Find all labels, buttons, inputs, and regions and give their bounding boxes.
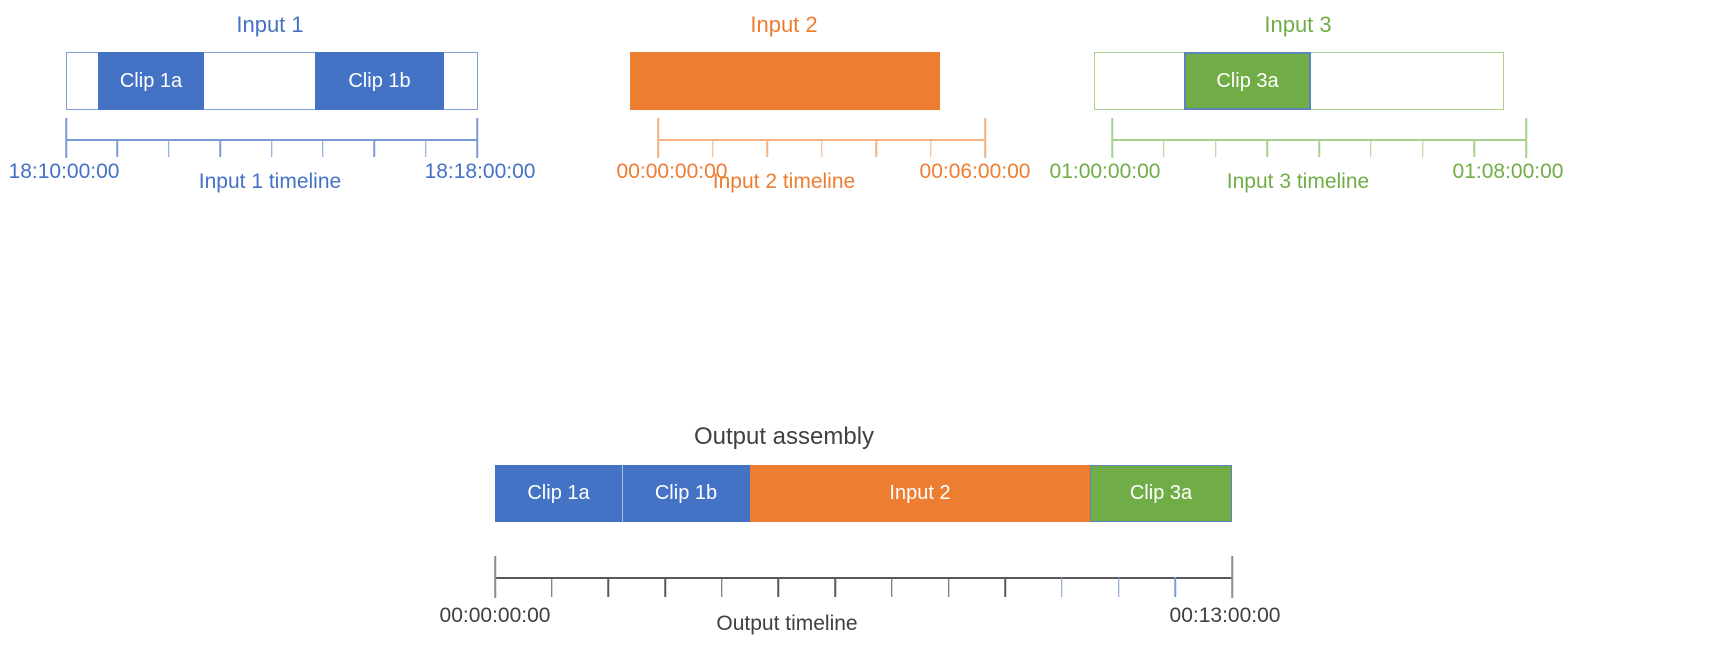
input-2-title: Input 2 — [750, 12, 818, 37]
input-1-timeline-caption: Input 1 timeline — [198, 170, 342, 193]
input-2-track — [630, 52, 940, 110]
input-3-title: Input 3 — [1264, 12, 1332, 37]
input-1-timeline-ruler — [65, 118, 478, 158]
output-segment-input-2: Input 2 — [750, 465, 1090, 522]
input-1-start-timecode: 18:10:00:00 — [8, 160, 120, 183]
output-timeline-caption: Output timeline — [716, 612, 858, 635]
input-2-start-timecode: 00:00:00:00 — [616, 160, 728, 183]
input-3-end-timecode: 01:08:00:00 — [1452, 160, 1564, 183]
input-3-start-timecode: 01:00:00:00 — [1049, 160, 1161, 183]
input-2-timeline-ruler — [657, 118, 986, 158]
output-segment-clip-3a: Clip 3a — [1090, 465, 1232, 522]
input-3-track: Clip 3a — [1094, 52, 1504, 110]
output-segment-clip-1b: Clip 1b — [622, 465, 750, 522]
input-2-end-timecode: 00:06:00:00 — [919, 160, 1031, 183]
clip-1a-1b-divider — [622, 465, 623, 522]
output-assembly-bar: Clip 1a Clip 1b Input 2 Clip 3a — [495, 465, 1232, 522]
output-timeline-ruler — [494, 556, 1233, 598]
input-1-clip-1a: Clip 1a — [98, 52, 204, 110]
output-title: Output assembly — [693, 423, 875, 450]
input-1-title: Input 1 — [236, 12, 304, 37]
output-segment-clip-1a: Clip 1a — [495, 465, 622, 522]
input-3-timeline-ruler — [1111, 118, 1527, 158]
input-1-track: Clip 1a Clip 1b — [66, 52, 478, 110]
output-start-timecode: 00:00:00:00 — [439, 604, 551, 627]
input-1-clip-1b: Clip 1b — [315, 52, 444, 110]
output-end-timecode: 00:13:00:00 — [1169, 604, 1281, 627]
input-2-timeline-caption: Input 2 timeline — [712, 170, 856, 193]
input-3-timeline-caption: Input 3 timeline — [1226, 170, 1370, 193]
input-1-end-timecode: 18:18:00:00 — [424, 160, 536, 183]
input-3-clip-3a: Clip 3a — [1184, 52, 1311, 110]
